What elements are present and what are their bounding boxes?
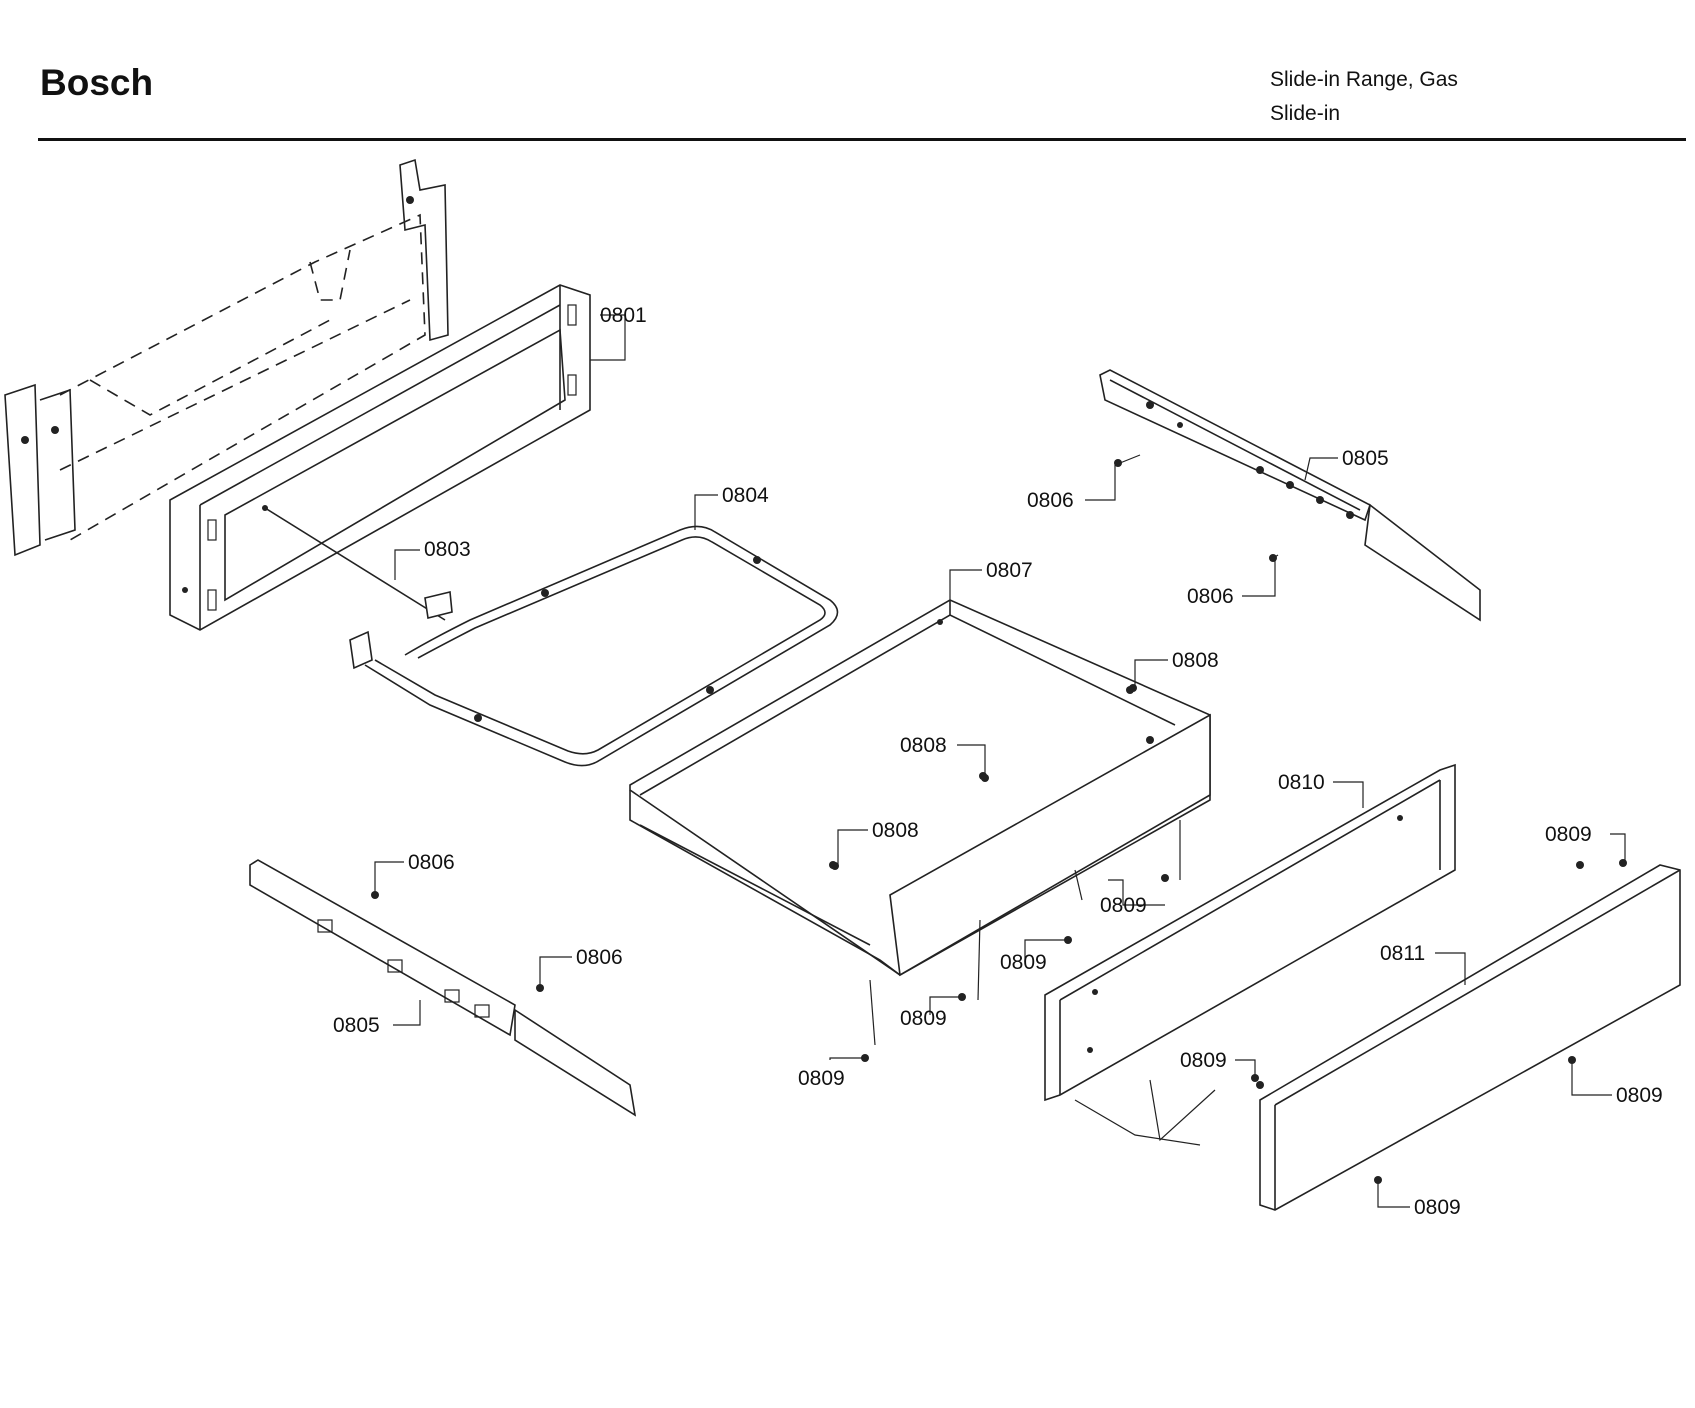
part-0807-drawer xyxy=(629,599,1211,977)
callout-0806-lower-right: 0806 xyxy=(576,946,623,969)
callout-0804: 0804 xyxy=(722,484,769,507)
callout-0805-lower: 0805 xyxy=(333,1014,380,1037)
callout-0810: 0810 xyxy=(1278,771,1325,794)
part-0810-inner-panel xyxy=(1044,763,1456,1102)
callout-0805-upper: 0805 xyxy=(1342,447,1389,470)
callout-0806-upper-left: 0806 xyxy=(1027,489,1074,512)
callout-0809-drawer-bottom: 0809 xyxy=(798,1067,845,1090)
part-0805-left-rail xyxy=(249,859,637,1117)
part-0801-frame xyxy=(169,284,591,631)
part-0805-right-rail xyxy=(1099,369,1481,622)
callout-0808-center: 0808 xyxy=(900,734,947,757)
callout-0809-drawer-right: 0809 xyxy=(1100,894,1147,917)
part-0811-drawer-front xyxy=(1256,861,1681,1211)
part-0803-sensor xyxy=(262,505,453,621)
product-subtype: Slide-in xyxy=(1270,102,1341,125)
callout-0808-right: 0808 xyxy=(1172,649,1219,672)
callout-0806-lower-left: 0806 xyxy=(408,851,455,874)
brand-title: Bosch xyxy=(40,62,154,103)
callout-leaders xyxy=(374,314,1626,1208)
callout-0809-drawer-mid: 0809 xyxy=(1000,951,1047,974)
callout-0809-front-right: 0809 xyxy=(1616,1084,1663,1107)
callout-0809-front-left: 0809 xyxy=(1180,1049,1227,1072)
callout-0809-drawer-left: 0809 xyxy=(900,1007,947,1030)
part-0804-bake-element xyxy=(349,525,839,767)
callout-0809-front-bottom: 0809 xyxy=(1414,1196,1461,1219)
callout-0803: 0803 xyxy=(424,538,471,561)
callout-0801: 0801 xyxy=(600,304,647,327)
product-type: Slide-in Range, Gas xyxy=(1270,68,1458,91)
callout-0808-left: 0808 xyxy=(872,819,919,842)
callout-0807: 0807 xyxy=(986,559,1033,582)
oven-body-reference xyxy=(4,158,449,557)
callout-0809-top-right: 0809 xyxy=(1545,823,1592,846)
callout-0806-upper-right: 0806 xyxy=(1187,585,1234,608)
header-divider xyxy=(38,138,1686,141)
callout-0811: 0811 xyxy=(1380,942,1425,965)
